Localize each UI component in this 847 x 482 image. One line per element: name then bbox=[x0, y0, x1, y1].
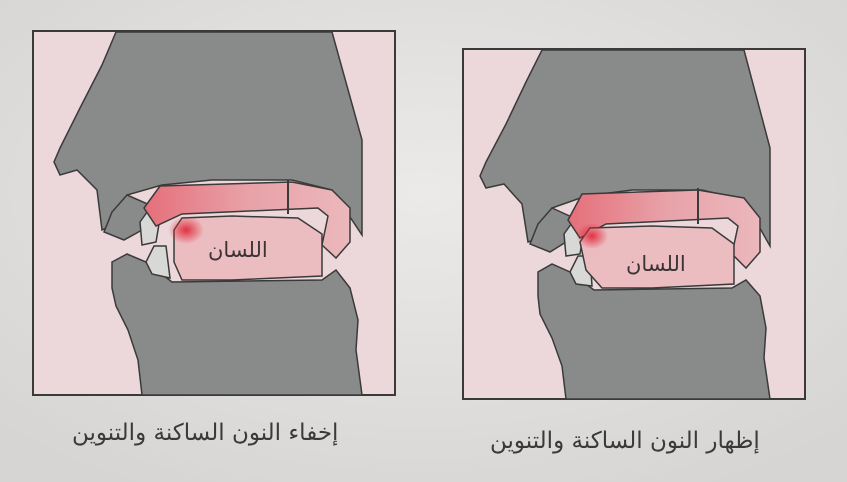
sagittal-section-drawing bbox=[32, 30, 396, 396]
tongue-label: اللسان bbox=[626, 252, 686, 276]
articulation-highlight bbox=[168, 216, 204, 244]
izhar-mouth-diagram: اللسان bbox=[462, 48, 806, 400]
ikhfa-mouth-diagram: اللسان bbox=[32, 30, 396, 396]
tongue-label: اللسان bbox=[208, 238, 268, 262]
ikhfa-caption: إخفاء النون الساكنة والتنوين bbox=[72, 420, 338, 446]
articulation-highlight bbox=[576, 223, 608, 249]
sagittal-section-drawing bbox=[462, 48, 806, 400]
izhar-caption: إظهار النون الساكنة والتنوين bbox=[490, 428, 760, 454]
